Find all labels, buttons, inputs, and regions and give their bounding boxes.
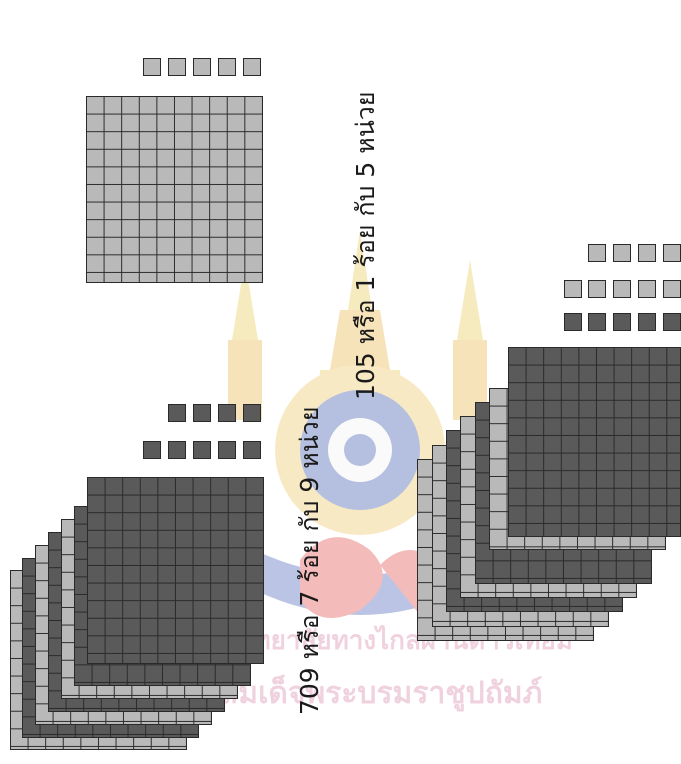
unit-cube xyxy=(218,441,236,459)
unit-cube xyxy=(588,280,606,298)
unit-cube xyxy=(638,244,656,262)
hundred-flat xyxy=(87,477,264,664)
unit-cube xyxy=(243,441,261,459)
unit-cube xyxy=(168,58,186,76)
unit-cube xyxy=(613,244,631,262)
unit-cube xyxy=(193,404,211,422)
watermark-text-2: สมเด็จพระบรมราชูปถัมภ์ xyxy=(220,670,542,717)
unit-cube xyxy=(663,244,681,262)
unit-cube xyxy=(588,313,606,331)
unit-cube xyxy=(168,441,186,459)
unit-cube xyxy=(143,58,161,76)
unit-cube xyxy=(143,441,161,459)
hundred-flat xyxy=(508,347,681,537)
label-709: 709 หรือ 7 ร้อย กับ 9 หน่วย xyxy=(290,407,330,715)
unit-cube xyxy=(564,313,582,331)
unit-cube xyxy=(193,441,211,459)
unit-cube xyxy=(588,244,606,262)
unit-cube xyxy=(663,313,681,331)
unit-cube xyxy=(243,404,261,422)
unit-cube xyxy=(638,313,656,331)
unit-cube xyxy=(638,280,656,298)
unit-cube xyxy=(168,404,186,422)
unit-cube xyxy=(218,58,236,76)
unit-cube xyxy=(193,58,211,76)
unit-cube xyxy=(218,404,236,422)
unit-cube xyxy=(663,280,681,298)
unit-cube xyxy=(564,280,582,298)
label-105: 105 หรือ 1 ร้อย กับ 5 หน่วย xyxy=(346,92,386,400)
unit-cube xyxy=(613,313,631,331)
unit-cube xyxy=(613,280,631,298)
unit-cube xyxy=(243,58,261,76)
hundred-flat xyxy=(86,96,263,283)
